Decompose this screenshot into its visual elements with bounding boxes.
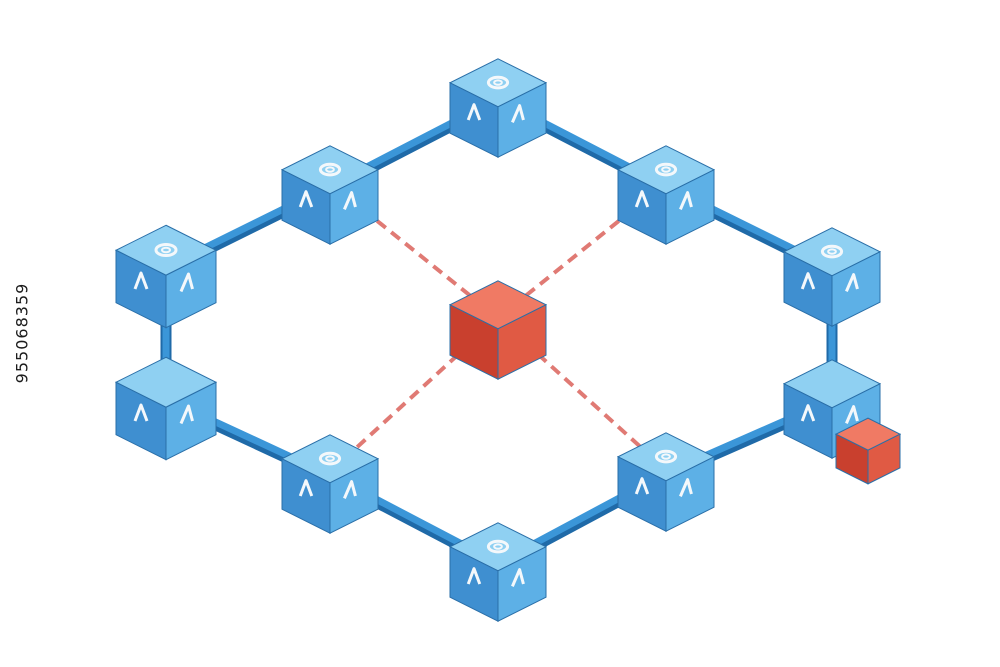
stock-image-id: 955068359 (13, 283, 32, 384)
node-top (450, 59, 546, 157)
node-right-upper (784, 228, 880, 326)
node-upper-left-1 (282, 146, 378, 244)
node-bottom (450, 523, 546, 621)
node-left-lower (116, 357, 216, 460)
node-upper-left-2 (116, 225, 216, 328)
node-lower-left (282, 435, 378, 533)
node-lower-right (618, 433, 714, 531)
node-layer (116, 59, 900, 621)
node-upper-right (618, 146, 714, 244)
node-center (450, 281, 546, 379)
